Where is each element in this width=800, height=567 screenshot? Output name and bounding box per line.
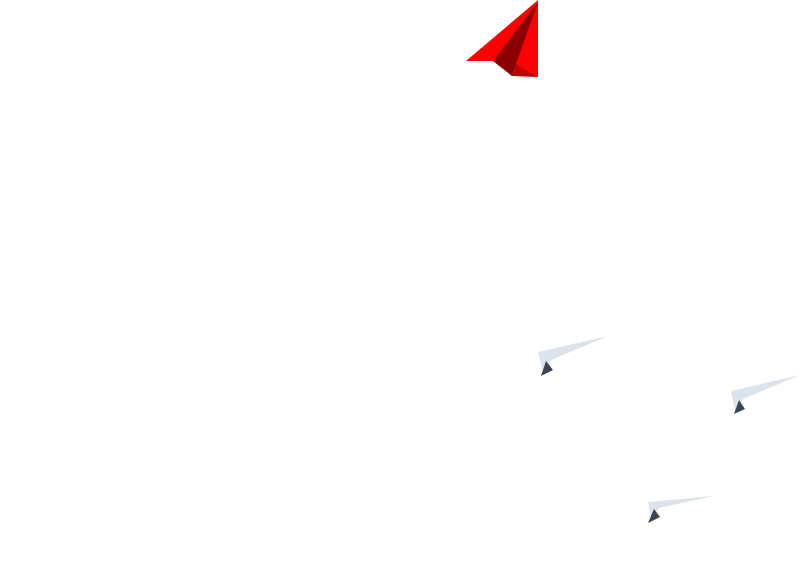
- red-paper-plane-icon: [466, 0, 538, 77]
- gray-paper-plane-icon: [538, 336, 608, 376]
- gray-paper-plane-icon: [731, 375, 800, 414]
- gray-paper-plane-icon: [648, 496, 714, 523]
